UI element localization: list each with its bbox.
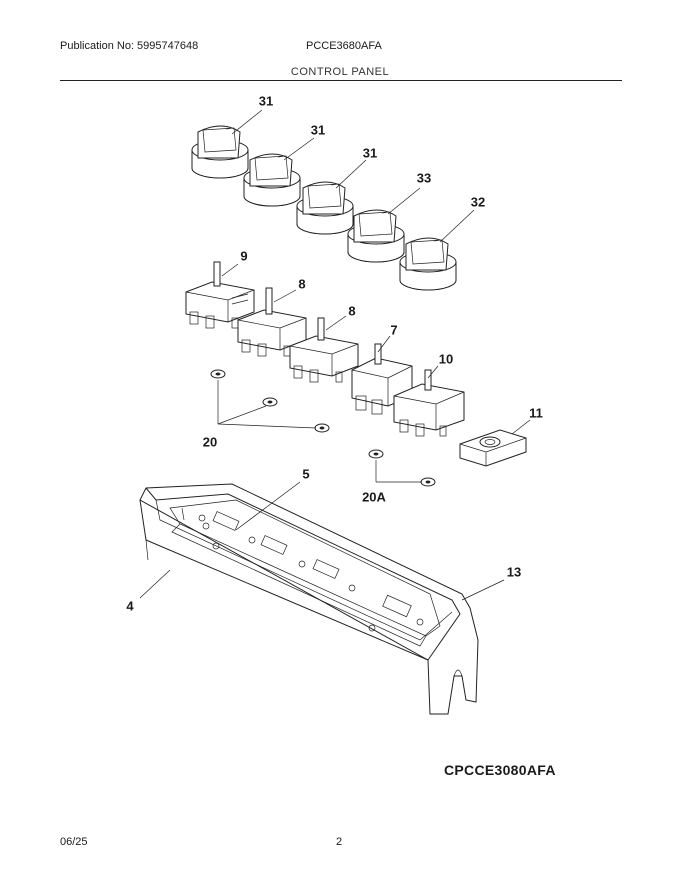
callout-8-first: 8: [298, 276, 306, 292]
callout-13: 13: [506, 564, 522, 580]
callout-4: 4: [126, 598, 134, 614]
callout-32: 32: [470, 194, 486, 210]
footer-date: 06/25: [60, 836, 88, 848]
callout-7: 7: [390, 322, 398, 338]
knob-33[interactable]: [347, 209, 405, 263]
section-title: CONTROL PANEL: [290, 66, 390, 78]
screw-20[interactable]: [210, 369, 330, 433]
callout-8-second: 8: [348, 303, 356, 319]
control-panel-housing-13[interactable]: [139, 483, 479, 715]
switch-8-second[interactable]: [289, 317, 359, 383]
model-number: PCCE3680AFA: [306, 40, 382, 52]
drawing-reference-code: CPCCE3080AFA: [444, 762, 556, 778]
knob-32[interactable]: [399, 237, 457, 291]
callout-9: 9: [240, 248, 248, 264]
callout-10: 10: [438, 351, 454, 367]
knob-31-third[interactable]: [296, 181, 354, 235]
switch-9[interactable]: [185, 261, 255, 329]
igniter-switch-11[interactable]: [459, 429, 527, 467]
header-rule: [60, 80, 622, 81]
switch-10[interactable]: [393, 369, 465, 437]
switch-8-first[interactable]: [237, 287, 307, 357]
callout-31-second: 31: [310, 122, 326, 138]
callout-31-third: 31: [362, 145, 378, 161]
callout-33: 33: [416, 170, 432, 186]
publication-number: Publication No: 5995747648: [60, 40, 199, 52]
callout-31-left: 31: [258, 93, 274, 109]
callout-20a: 20A: [362, 489, 386, 505]
switch-7[interactable]: [351, 343, 413, 415]
knob-31-left[interactable]: [191, 125, 249, 179]
callout-5: 5: [302, 466, 310, 482]
mounting-bracket-5[interactable]: [169, 499, 441, 647]
callout-11: 11: [529, 405, 543, 421]
knob-31-second[interactable]: [243, 153, 301, 207]
callout-20: 20: [202, 434, 218, 450]
screw-20a[interactable]: [368, 449, 436, 487]
page-number: 2: [336, 836, 343, 848]
